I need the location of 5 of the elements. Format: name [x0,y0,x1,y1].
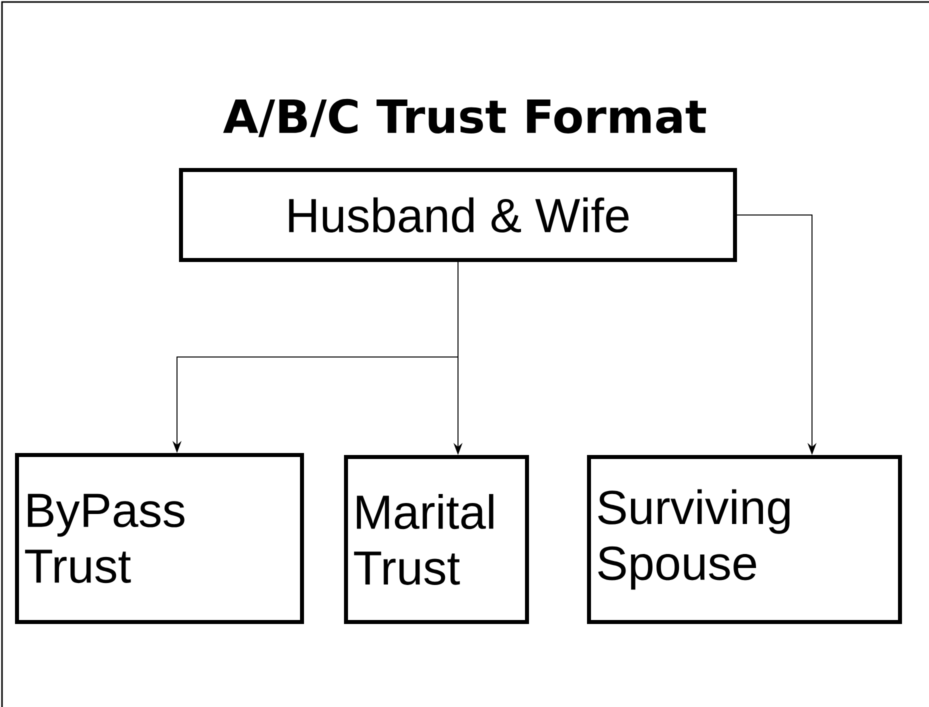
trust-box: Marital Trust [344,455,529,624]
person-box: Husband & Wife [179,168,737,262]
trust-box: Surviving Spouse [587,455,902,624]
title: A/B/C Trust Format [223,98,706,138]
trust-box: ByPass Trust [15,453,304,624]
